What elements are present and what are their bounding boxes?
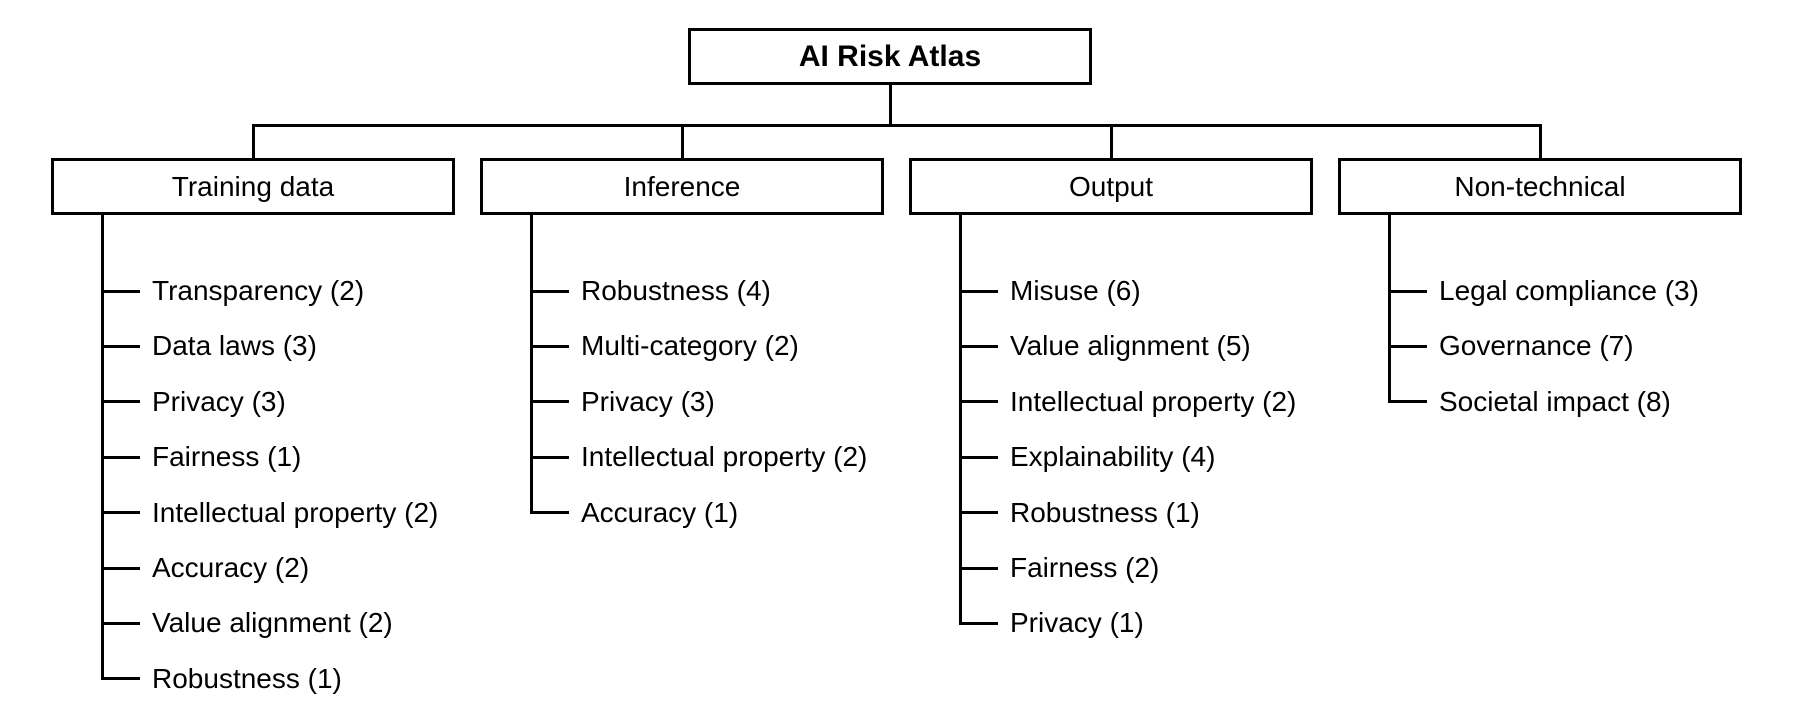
leaf-node-explainability: Explainability (4): [1010, 441, 1216, 473]
leaf-tick-line: [960, 621, 998, 625]
leaf-tick-line: [102, 677, 140, 681]
branch-connector-stub: [251, 125, 255, 160]
leaf-tick-line: [531, 400, 569, 404]
leaf-node-data-laws: Data laws (3): [152, 330, 317, 362]
leaf-node-privacy: Privacy (3): [152, 385, 286, 417]
leaf-node-privacy: Privacy (1): [1010, 607, 1144, 639]
leaf-node-governance: Governance (7): [1439, 330, 1634, 362]
branch-trunk-line: [100, 213, 104, 681]
leaf-tick-line: [102, 566, 140, 570]
branch-connector-stub: [1109, 125, 1113, 160]
leaf-tick-line: [1389, 400, 1427, 404]
leaf-node-accuracy: Accuracy (1): [581, 496, 739, 528]
leaf-node-fairness: Fairness (2): [1010, 552, 1160, 583]
leaf-node-privacy: Privacy (3): [581, 385, 715, 417]
leaf-tick-line: [102, 289, 140, 293]
leaf-node-value-alignment: Value alignment (2): [152, 607, 393, 639]
leaf-node-accuracy: Accuracy (2): [152, 552, 310, 583]
leaf-tick-line: [102, 621, 140, 625]
branch-trunk-line: [529, 213, 533, 515]
leaf-node-intellectual-property: Intellectual property (2): [1010, 385, 1297, 417]
leaf-tick-line: [960, 289, 998, 293]
branch-connector-stub: [1538, 125, 1542, 160]
leaf-node-transparency: Transparency (2): [152, 275, 365, 306]
leaf-tick-line: [1389, 344, 1427, 348]
leaf-node-misuse: Misuse (6): [1010, 275, 1141, 306]
leaf-node-robustness: Robustness (1): [1010, 496, 1200, 528]
root-connector-stub: [888, 85, 892, 127]
leaf-tick-line: [1389, 289, 1427, 293]
leaf-node-intellectual-property: Intellectual property (2): [581, 441, 868, 473]
leaf-tick-line: [960, 455, 998, 459]
leaf-tick-line: [960, 400, 998, 404]
leaf-tick-line: [960, 566, 998, 570]
leaf-tick-line: [102, 511, 140, 515]
leaf-tick-line: [531, 455, 569, 459]
connector-bus-line: [251, 123, 1542, 127]
root-node: AI Risk Atlas: [688, 28, 1092, 85]
leaf-node-value-alignment: Value alignment (5): [1010, 330, 1251, 362]
leaf-tick-line: [102, 400, 140, 404]
category-node-inference: Inference: [480, 158, 884, 215]
leaf-node-robustness: Robustness (1): [152, 662, 342, 694]
branch-connector-stub: [680, 125, 684, 160]
leaf-tick-line: [102, 344, 140, 348]
branch-trunk-line: [1387, 213, 1391, 404]
leaf-tick-line: [960, 511, 998, 515]
leaf-tick-line: [531, 289, 569, 293]
leaf-node-robustness: Robustness (4): [581, 275, 771, 306]
branch-trunk-line: [958, 213, 962, 625]
leaf-node-multi-category: Multi-category (2): [581, 330, 799, 362]
category-node-training-data: Training data: [51, 158, 455, 215]
leaf-node-legal-compliance: Legal compliance (3): [1439, 275, 1699, 306]
leaf-node-intellectual-property: Intellectual property (2): [152, 496, 439, 528]
leaf-tick-line: [531, 344, 569, 348]
leaf-tick-line: [102, 455, 140, 459]
leaf-node-societal-impact: Societal impact (8): [1439, 385, 1671, 417]
category-node-output: Output: [909, 158, 1313, 215]
leaf-tick-line: [531, 511, 569, 515]
leaf-tick-line: [960, 344, 998, 348]
leaf-node-fairness: Fairness (1): [152, 441, 302, 473]
category-node-non-technical: Non-technical: [1338, 158, 1742, 215]
